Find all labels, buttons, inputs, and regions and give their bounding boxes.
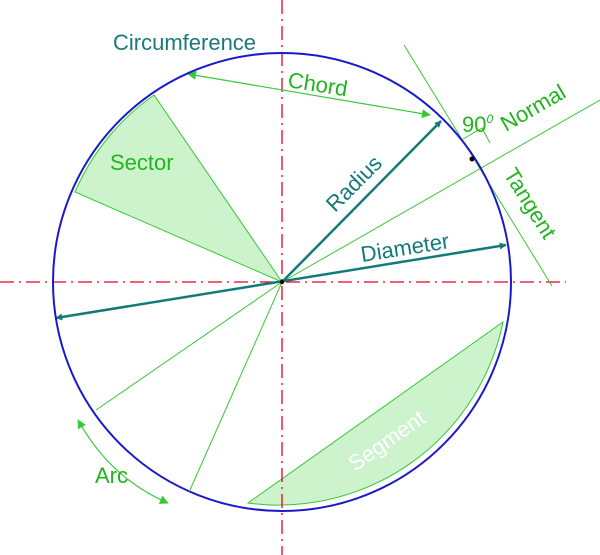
normal-label: Normal (496, 79, 570, 136)
chord-arrow (187, 70, 431, 119)
arc-label: Arc (95, 463, 128, 488)
circumference-label: Circumference (113, 30, 256, 55)
angle-label: 900 (462, 112, 493, 137)
chord-label: Chord (286, 67, 349, 101)
tangent-label: Tangent (499, 163, 562, 243)
right-angle-marker (462, 127, 491, 144)
tangent-point (469, 156, 475, 162)
circumference-circle (52, 52, 512, 512)
radius-label: Radius (321, 150, 387, 216)
sector-region (74, 94, 284, 284)
center-point (279, 279, 285, 285)
angle-value: 90 (462, 112, 486, 137)
arc-arrow (77, 419, 169, 504)
angle-unit-superscript: 0 (486, 112, 493, 126)
sector-label: Sector (110, 150, 174, 175)
segment-region (246, 320, 504, 506)
